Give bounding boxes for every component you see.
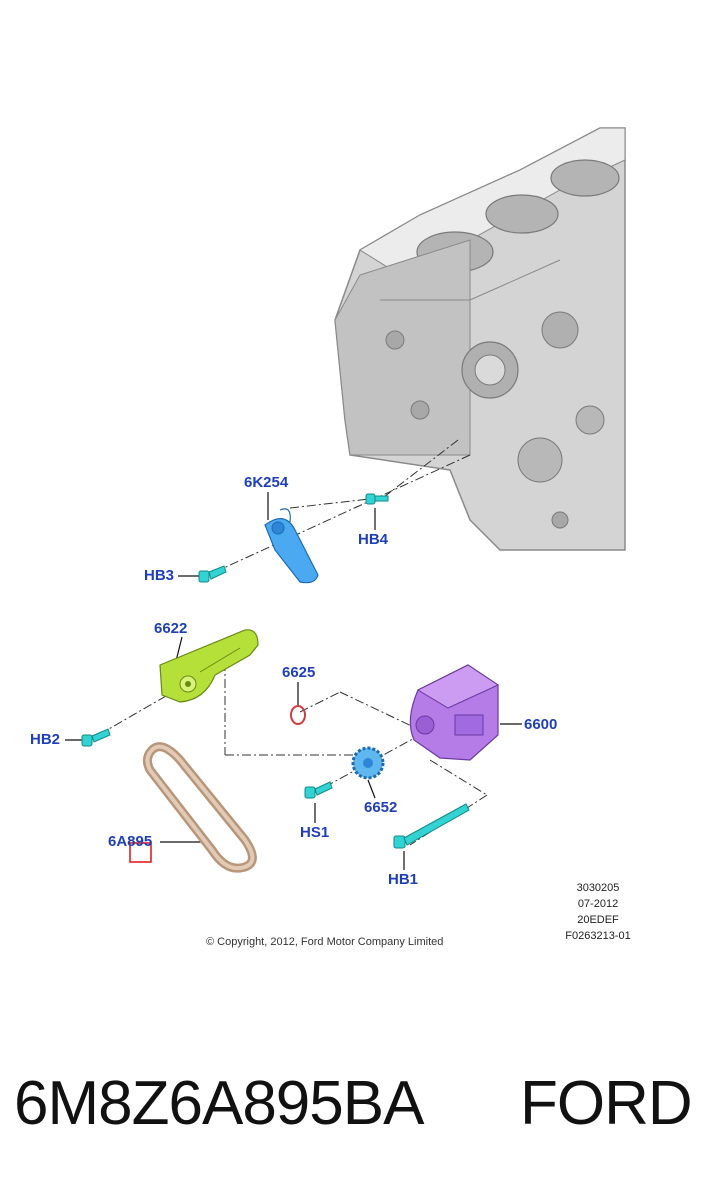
brand-name: FORD [520,1069,693,1138]
part-number: 6M8Z6A895BA [14,1069,424,1138]
callout-6625: 6625 [282,664,316,681]
diagram-artwork [65,127,626,873]
seal-ring-6625 [290,705,306,725]
bolts [81,493,470,849]
part-highlight-box [129,842,152,863]
engine-block [334,127,626,551]
callout-hs1: HS1 [300,824,330,841]
callout-hb3: HB3 [144,567,175,584]
sprocket-6652 [351,746,385,780]
oil-pump-6600 [409,664,500,761]
bolt-hb4 [365,493,389,505]
exploded-parts-diagram: 6K254 HB4 HB3 6622 6625 6600 HB2 6652 HS… [30,127,648,948]
stamp-line: F0263213-01 [565,930,631,942]
callout-6652: 6652 [364,799,398,816]
tensioner-arm-6k254 [264,508,319,584]
chain-guide-6622 [159,629,259,703]
drawing-stamp: 3030205 07-2012 20EDEF F0263213-01 [548,880,648,944]
callout-hb1: HB1 [388,871,419,888]
callout-6600: 6600 [524,716,558,733]
callout-6k254: 6K254 [244,474,289,491]
copyright-notice: © Copyright, 2012, Ford Motor Company Li… [206,936,444,948]
bolt-hb1 [393,803,470,849]
centre-lines [94,439,488,846]
callout-hb2: HB2 [30,731,61,748]
stamp-line: 3030205 [576,882,620,894]
callout-6a895: 6A895 [108,833,153,850]
bolt-hb3 [198,565,227,583]
timing-chain-6a895 [142,742,257,873]
stamp-line: 07-2012 [577,898,619,910]
callout-hb4: HB4 [358,531,389,548]
callout-6622: 6622 [154,620,188,637]
bolt-hs1 [304,781,333,799]
bolt-hb2 [81,728,111,747]
stamp-line: 20EDEF [577,914,619,926]
